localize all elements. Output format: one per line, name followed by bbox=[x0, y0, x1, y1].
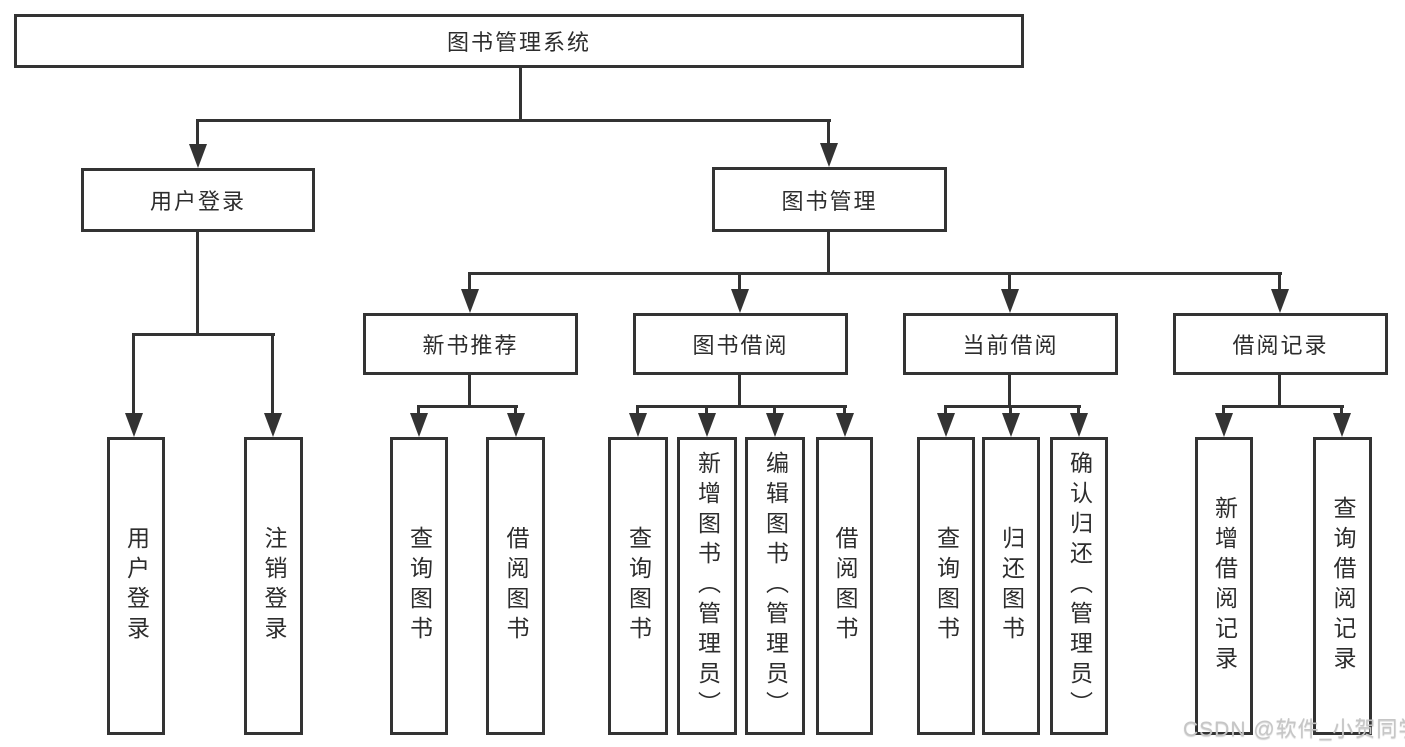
arrow-down bbox=[1333, 413, 1351, 437]
connector-root-split bbox=[197, 119, 831, 122]
connector-line bbox=[1278, 375, 1281, 408]
connector-line bbox=[196, 119, 199, 147]
leaf-add-books-admin: 新增图书（管理员） bbox=[677, 437, 737, 735]
arrow-down bbox=[698, 413, 716, 437]
connector-line bbox=[843, 405, 846, 417]
connector-line bbox=[738, 375, 741, 408]
connector-line bbox=[418, 405, 518, 408]
arrow-down bbox=[1215, 413, 1233, 437]
arrow-down bbox=[1271, 289, 1289, 313]
arrow-down bbox=[1001, 289, 1019, 313]
node-current-borrow: 当前借阅 bbox=[903, 313, 1118, 375]
arrow-down bbox=[1070, 413, 1088, 437]
node-root-system: 图书管理系统 bbox=[14, 14, 1024, 68]
connector-line bbox=[417, 405, 420, 417]
connector-line bbox=[514, 405, 517, 417]
connector-line bbox=[705, 405, 708, 417]
leaf-user-login: 用户登录 bbox=[107, 437, 165, 735]
connector-line bbox=[271, 333, 274, 415]
connector-line bbox=[1222, 405, 1225, 417]
connector-line bbox=[945, 405, 1081, 408]
connector-line bbox=[738, 272, 741, 292]
csdn-watermark: CSDN @软件_小贺同学 bbox=[1183, 718, 1405, 741]
node-user-login: 用户登录 bbox=[81, 168, 315, 232]
arrow-down bbox=[125, 413, 143, 437]
connector-line bbox=[636, 405, 847, 408]
connector-line bbox=[1340, 405, 1343, 417]
arrow-down bbox=[731, 289, 749, 313]
connector-userlogin-trunk bbox=[196, 232, 199, 336]
arrow-down bbox=[1002, 413, 1020, 437]
leaf-query-borrow-record: 查询借阅记录 bbox=[1313, 437, 1372, 735]
connector-bookmgmt-trunk bbox=[827, 232, 830, 275]
connector-line bbox=[636, 405, 639, 417]
connector-line bbox=[1077, 405, 1080, 417]
connector-line bbox=[827, 119, 830, 147]
leaf-confirm-return-admin: 确认归还（管理员） bbox=[1050, 437, 1108, 735]
leaf-query-books-current: 查询图书 bbox=[917, 437, 975, 735]
arrow-down bbox=[937, 413, 955, 437]
connector-line bbox=[1009, 405, 1012, 417]
connector-line bbox=[1223, 405, 1344, 408]
node-book-borrow: 图书借阅 bbox=[633, 313, 848, 375]
arrow-down bbox=[766, 413, 784, 437]
connector-line bbox=[773, 405, 776, 417]
arrow-down bbox=[264, 413, 282, 437]
node-book-management: 图书管理 bbox=[712, 167, 947, 232]
leaf-borrow-books-recommend: 借阅图书 bbox=[486, 437, 545, 735]
arrow-down bbox=[507, 413, 525, 437]
connector-line bbox=[1278, 272, 1281, 292]
arrow-down bbox=[836, 413, 854, 437]
arrow-down bbox=[189, 144, 207, 168]
connector-line bbox=[132, 333, 135, 415]
arrow-down bbox=[410, 413, 428, 437]
arrow-down bbox=[461, 289, 479, 313]
connector-line bbox=[944, 405, 947, 417]
connector-userlogin-split bbox=[133, 333, 275, 336]
leaf-borrow-books: 借阅图书 bbox=[816, 437, 873, 735]
leaf-query-books-recommend: 查询图书 bbox=[390, 437, 448, 735]
connector-line bbox=[1008, 272, 1011, 292]
connector-root-trunk bbox=[519, 66, 522, 122]
connector-bookmgmt-split bbox=[469, 272, 1282, 275]
leaf-add-borrow-record: 新增借阅记录 bbox=[1195, 437, 1253, 735]
node-borrow-records: 借阅记录 bbox=[1173, 313, 1388, 375]
connector-line bbox=[468, 375, 471, 408]
connector-line bbox=[1008, 375, 1011, 408]
leaf-return-books: 归还图书 bbox=[982, 437, 1040, 735]
node-new-book-recommend: 新书推荐 bbox=[363, 313, 578, 375]
arrow-down bbox=[629, 413, 647, 437]
leaf-query-books-borrow: 查询图书 bbox=[608, 437, 668, 735]
leaf-logout: 注销登录 bbox=[244, 437, 303, 735]
leaf-edit-books-admin: 编辑图书（管理员） bbox=[745, 437, 805, 735]
arrow-down bbox=[820, 143, 838, 167]
connector-line bbox=[468, 272, 471, 292]
